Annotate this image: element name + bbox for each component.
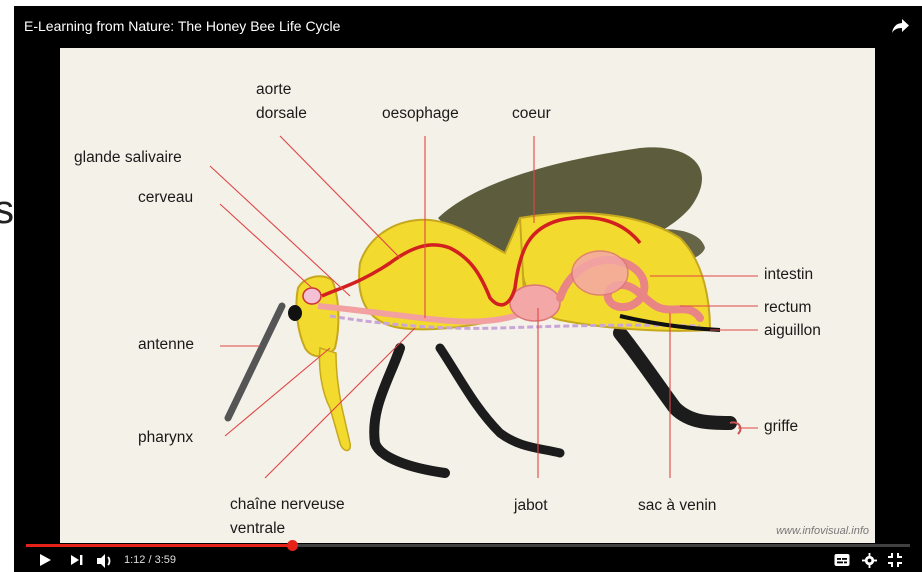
label-aorte-dorsale: aorte dorsale: [256, 78, 307, 126]
bee-anatomy-diagram: [60, 48, 875, 543]
next-icon[interactable]: [70, 553, 84, 567]
captions-icon[interactable]: [834, 553, 850, 567]
bee-antenna: [228, 306, 282, 418]
bee-intestine-loop: [572, 251, 628, 295]
label-chaine-nerveuse-ventrale: chaîne nerveuse ventrale: [230, 493, 345, 541]
video-title[interactable]: E-Learning from Nature: The Honey Bee Li…: [24, 18, 340, 34]
progress-bar-played: [26, 544, 292, 547]
label-glande-salivaire: glande salivaire: [74, 146, 182, 170]
bee-crop: [510, 285, 560, 321]
label-griffe: griffe: [764, 415, 798, 439]
player-controls: 1:12 / 3:59: [14, 550, 922, 572]
video-player[interactable]: E-Learning from Nature: The Honey Bee Li…: [14, 6, 922, 572]
time-display: 1:12 / 3:59: [124, 554, 176, 566]
gear-icon[interactable]: [862, 553, 877, 568]
page-background-strip: [0, 0, 14, 572]
bee-leg: [440, 348, 560, 453]
bee-mouthparts: [319, 348, 350, 451]
label-antenne: antenne: [138, 333, 194, 357]
exit-fullscreen-icon[interactable]: [888, 553, 902, 567]
play-icon[interactable]: [38, 553, 52, 567]
label-jabot: jabot: [514, 494, 548, 518]
bee-leg: [620, 333, 730, 423]
share-arrow-icon[interactable]: [892, 18, 910, 34]
diagram-credit: www.infovisual.info: [776, 525, 869, 537]
label-sac-a-venin: sac à venin: [638, 494, 716, 518]
volume-icon[interactable]: [96, 553, 114, 569]
label-aiguillon: aiguillon: [764, 319, 821, 343]
bee-leg: [374, 348, 445, 473]
progress-bar[interactable]: [26, 544, 910, 547]
bee-brain: [303, 288, 321, 304]
label-intestin: intestin: [764, 263, 813, 287]
bee-eye: [288, 305, 302, 321]
label-oesophage: oesophage: [382, 102, 459, 126]
label-coeur: coeur: [512, 102, 551, 126]
video-frame: aorte dorsale oesophage coeur glande sal…: [60, 48, 875, 543]
label-pharynx: pharynx: [138, 426, 193, 450]
label-rectum: rectum: [764, 296, 811, 320]
page-edge-text: s: [0, 188, 14, 233]
label-cerveau: cerveau: [138, 186, 193, 210]
